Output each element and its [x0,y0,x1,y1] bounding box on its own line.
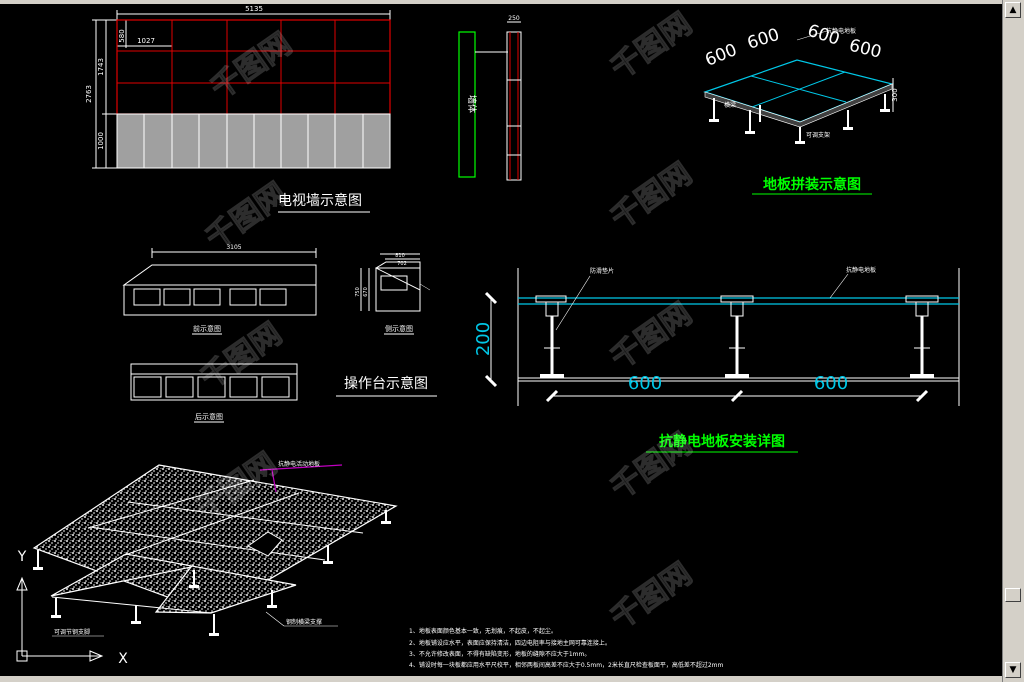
floor-detail-diagram: 200 600 600 防滑垫片 抗静电地板 抗静电地板安装详图 [473,266,960,453]
cad-drawing-canvas[interactable]: 5135 2763 1743 1000 580 1027 电视墙示意图 [4,4,1002,676]
ucs-y-label: Y [17,549,27,565]
tv-wall-side-depth-dim: 250 [508,15,520,22]
iso-floor-panel-label: 抗静电活动地板 [278,460,320,468]
console-side-label: 侧示意图 [385,324,413,333]
watermark-6: 千图网 [605,156,699,236]
floor-assembly-dim-2: 600 [745,25,782,54]
note-3: 3、不允许修改表面，不得有缺陷变形，地板的缝隙不应大于1mm。 [409,650,590,658]
iso-floor-support-label: 可调节钢支脚 [54,628,90,636]
tv-wall-side-wall-label: 墙体 [466,95,478,113]
iso-floor-beam-label: 钢制横梁支撑 [286,618,322,626]
floor-detail-height-dim: 200 [473,322,494,356]
watermark-8: 千图网 [605,426,699,506]
note-2: 2、地板铺设应水平，表面应保持清洁，四边电阻率与接地主网可靠连接上。 [409,639,611,647]
floor-assembly-dim-1: 600 [702,40,740,71]
floor-assembly-dim-4: 600 [847,36,883,63]
iso-floor-diagram: 抗静电活动地板 钢制横梁支撑 可调节钢支脚 [32,460,398,637]
ucs-axis-icon: Y X [16,549,128,667]
floor-assembly-support-label: 可调支架 [806,131,830,139]
floor-assembly-top-label: 抗静电地板 [826,27,856,35]
ucs-x-label: X [118,651,128,667]
floor-detail-right-label: 抗静电地板 [846,266,876,274]
tv-wall-total-height-dim: 2763 [85,85,93,103]
console-front-label: 前示意图 [193,324,221,333]
console-side-dim-top: 810 [395,253,405,259]
watermark-2: 千图网 [200,176,294,256]
tv-wall-title: 电视墙示意图 [278,192,362,209]
floor-assembly-title: 地板拼装示意图 [763,176,861,193]
watermark-9: 千图网 [605,556,699,636]
scroll-thumb[interactable] [1005,588,1021,602]
tv-wall-side-view: 墙体 250 [458,15,522,181]
floor-assembly-diagram: 600 600 600 600 300 抗静电地板 横梁 可调支架 地板拼装示意… [702,21,899,195]
watermark-1: 千图网 [205,26,299,106]
tv-wall-cell-width-dim: 1027 [137,37,155,45]
tv-wall-cell-height-dim: 580 [118,29,126,42]
vertical-scrollbar[interactable]: ▲ ▼ [1002,0,1024,682]
floor-assembly-stringer-label: 横梁 [724,101,736,109]
watermark-5: 千图网 [605,6,699,86]
tv-wall-width-dim: 5135 [245,5,263,13]
notes-block: 1、地板表面颜色基本一致，无划痕，不起皮，不起尘。 2、地板铺设应水平，表面应保… [409,627,724,669]
watermark-7: 千图网 [605,296,699,376]
console-diagram: 3105 前示意图 810 702 750 670 侧示意图 [122,244,437,423]
floor-detail-spacing-1: 600 [628,373,662,394]
tv-wall-front-view: 5135 2763 1743 1000 580 1027 电视墙示意图 [85,5,391,213]
drawing-svg: 5135 2763 1743 1000 580 1027 电视墙示意图 [16,5,960,669]
console-side-dim-h2: 670 [363,287,369,297]
scroll-up-arrow-icon[interactable]: ▲ [1005,2,1021,18]
floor-detail-left-label: 防滑垫片 [590,267,614,275]
layout-tabs-bar[interactable] [0,676,1002,682]
note-1: 1、地板表面颜色基本一致，无划痕，不起皮，不起尘。 [409,627,557,635]
console-title: 操作台示意图 [344,375,428,392]
floor-assembly-dim-3: 600 [805,21,842,50]
scroll-down-arrow-icon[interactable]: ▼ [1005,662,1021,678]
tv-wall-lower-height-dim: 1000 [97,132,105,150]
floor-detail-title: 抗静电地板安装详图 [659,433,785,450]
note-4: 4、铺设时每一块板都应用水平尺校平，相邻两板间高差不应大于0.5mm，2米长直尺… [409,661,724,669]
tv-wall-upper-height-dim: 1743 [97,58,105,76]
console-side-dim-h1: 750 [355,287,361,297]
console-side-dim-top2: 702 [397,261,407,267]
floor-assembly-height-dim: 300 [891,88,899,101]
floor-detail-spacing-2: 600 [814,373,848,394]
window-top-frame [0,0,1024,4]
console-width-dim: 3105 [226,244,241,251]
console-back-label: 后示意图 [195,412,223,421]
